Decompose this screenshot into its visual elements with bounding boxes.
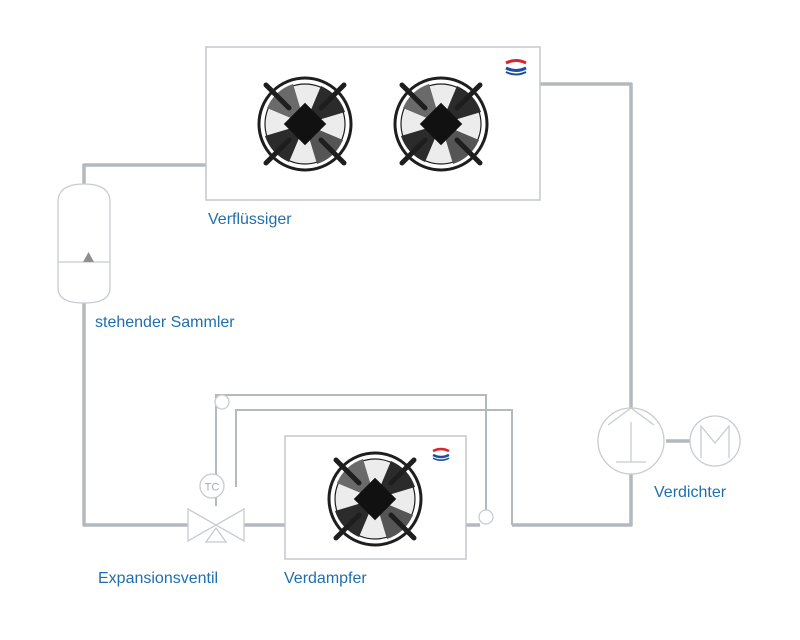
sensing-lines [214,394,513,525]
expansion-valve-label: Expansionsventil [98,570,219,587]
sensing-bulb [214,394,230,410]
condenser-label: Verflüssiger [208,211,292,228]
motor-icon [689,415,741,467]
tc-label: TC [205,482,220,494]
pipes [82,82,690,527]
evaporator-fan-icon [329,453,421,545]
valve-right-icon [214,507,245,543]
condenser-housing [205,46,541,201]
tc-sensor-icon [199,473,225,499]
expansion-valve: TC [187,473,245,543]
motor [689,415,741,467]
compressor [597,407,665,475]
evaporator [284,435,494,560]
compressor-label: Verdichter [654,484,727,501]
valve-left-icon [187,507,218,543]
condenser-fan-1-icon [259,78,351,170]
condenser [205,46,541,201]
valve-port-icon [204,526,228,543]
receiver [57,183,111,304]
evaporator-outlet-sensor [478,509,494,525]
condenser-fan-2-icon [395,78,487,170]
liquid-level-icon [83,252,94,262]
evaporator-label: Verdampfer [284,570,367,587]
receiver-label: stehender Sammler [95,314,235,331]
receiver-tank [57,183,111,304]
